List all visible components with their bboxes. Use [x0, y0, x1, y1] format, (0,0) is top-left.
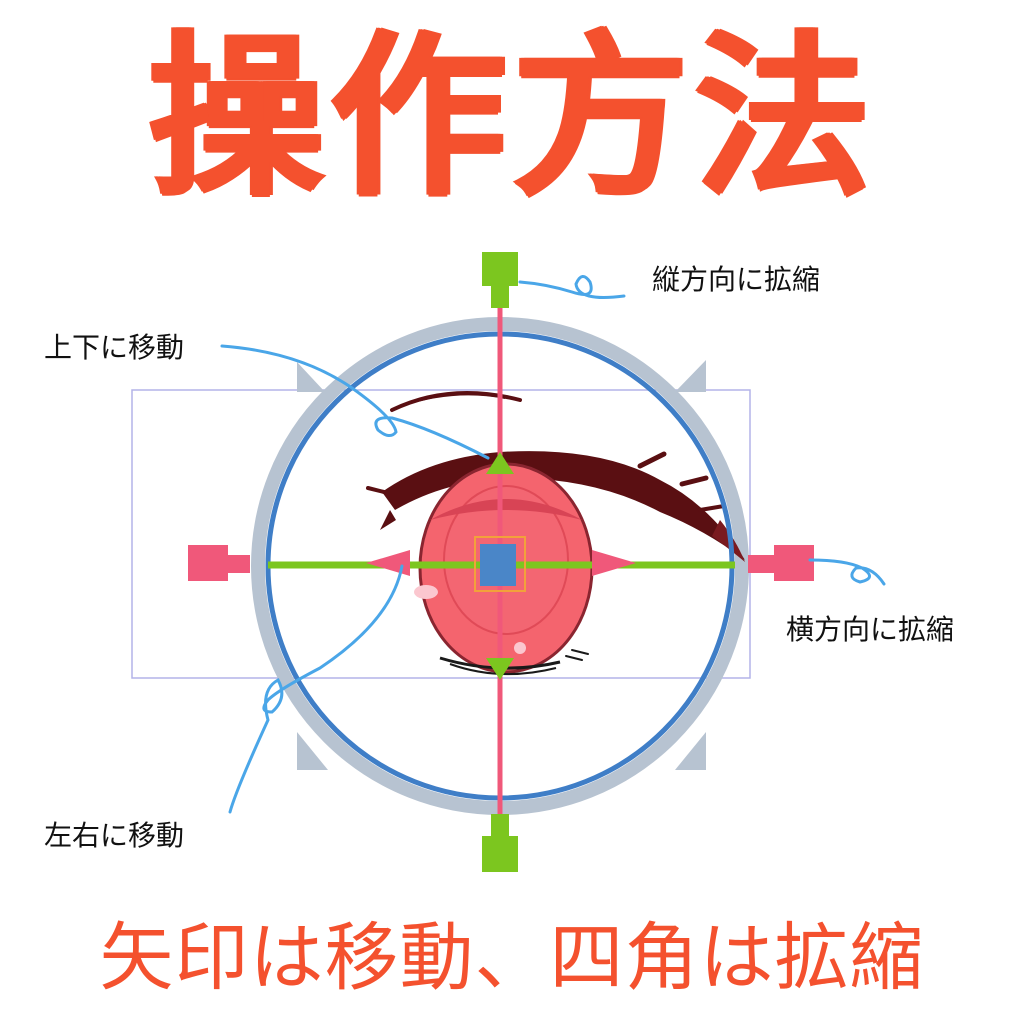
scale-handle-left[interactable] [188, 545, 250, 581]
move-left-arrow[interactable] [366, 550, 410, 576]
callout-vertical-move [220, 344, 490, 460]
move-up-arrow[interactable] [486, 452, 514, 474]
callout-vertical-scale [518, 275, 626, 299]
label-vertical-scale: 縦方向に拡縮 [652, 263, 821, 296]
callout-horizontal-move [228, 564, 404, 814]
page-title: 操作方法 [147, 15, 876, 220]
scale-handle-top[interactable] [482, 252, 518, 308]
label-horizontal-scale: 横方向に拡縮 [786, 613, 955, 646]
label-vertical-move: 上下に移動 [44, 331, 185, 364]
scale-handle-right[interactable] [748, 545, 814, 581]
move-right-arrow[interactable] [592, 550, 636, 576]
center-move-handle[interactable] [474, 536, 526, 592]
selection-bounding-box [131, 389, 751, 679]
move-down-arrow[interactable] [486, 658, 514, 680]
eye-illustration [366, 390, 745, 676]
callout-horizontal-scale [808, 558, 886, 586]
label-horizontal-move: 左右に移動 [44, 819, 185, 852]
scale-handle-bottom[interactable] [482, 814, 518, 872]
callout-lines [220, 275, 886, 814]
caption: 矢印は移動、四角は拡縮 [99, 915, 925, 1001]
